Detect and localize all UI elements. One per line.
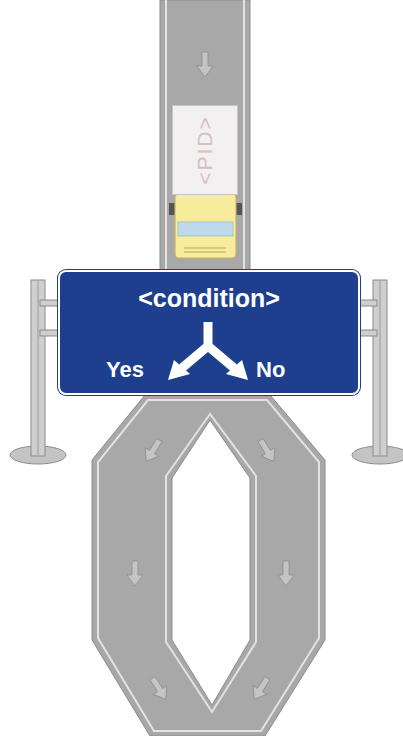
sign-post — [38, 280, 39, 455]
truck-grille — [184, 252, 226, 253]
lane-arrow — [254, 436, 281, 466]
fork-arrow-symbol — [168, 322, 248, 380]
condition-text: <condition> — [138, 284, 280, 313]
branch-label: Yes — [106, 357, 144, 383]
lane-arrow — [197, 52, 213, 77]
road-split — [92, 395, 325, 736]
lane-arrow — [278, 561, 294, 586]
truck-mirror — [169, 203, 175, 215]
road-island — [176, 424, 246, 698]
truck-mirror — [236, 203, 242, 215]
branch-label: No — [256, 357, 285, 383]
truck-windshield — [178, 222, 233, 236]
truck-cab — [175, 194, 236, 258]
process-id: <PID> — [193, 115, 217, 185]
sign-post — [380, 280, 381, 455]
lane-arrow — [139, 436, 166, 466]
lane-arrow — [127, 561, 143, 586]
decision-sign: <condition> Yes No — [58, 270, 360, 395]
truck-grille — [184, 248, 226, 249]
truck-trailer: <PID> — [172, 105, 238, 195]
road-edge-line — [98, 400, 319, 731]
lane-arrow — [247, 674, 274, 704]
road-edge-line — [166, 414, 256, 712]
lane-arrow — [146, 674, 173, 704]
